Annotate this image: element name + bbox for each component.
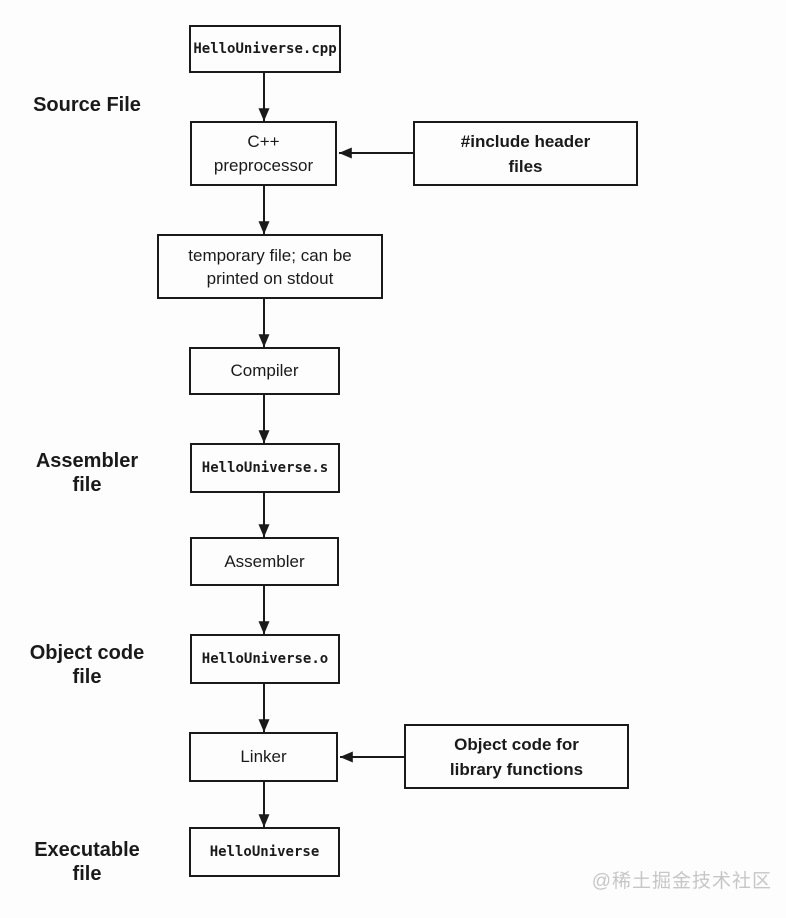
watermark-text: @稀土掘金技术社区 — [591, 871, 772, 892]
node-hellouniverse-cpp: HelloUniverse.cpp — [189, 25, 341, 73]
stage-label-source-file: Source File — [33, 94, 141, 116]
node-linker: Linker — [189, 732, 338, 782]
node-cpp-preprocessor: C++ preprocessor — [190, 121, 337, 186]
node-compiler: Compiler — [189, 347, 340, 395]
stage-label-executable-file: Executable file — [34, 839, 140, 885]
node-hellouniverse-exe: HelloUniverse — [189, 827, 340, 877]
stage-label-assembler-file: Assembler file — [35, 450, 139, 496]
stage-label-object-code-file: Object code file — [29, 642, 145, 688]
node-temporary-file: temporary file; can be printed on stdout — [157, 234, 383, 299]
node-include-header-files: #include header files — [413, 121, 638, 186]
node-hellouniverse-o: HelloUniverse.o — [190, 634, 340, 684]
node-assembler: Assembler — [190, 537, 339, 586]
node-hellouniverse-s: HelloUniverse.s — [190, 443, 340, 493]
node-object-code-library: Object code for library functions — [404, 724, 629, 789]
